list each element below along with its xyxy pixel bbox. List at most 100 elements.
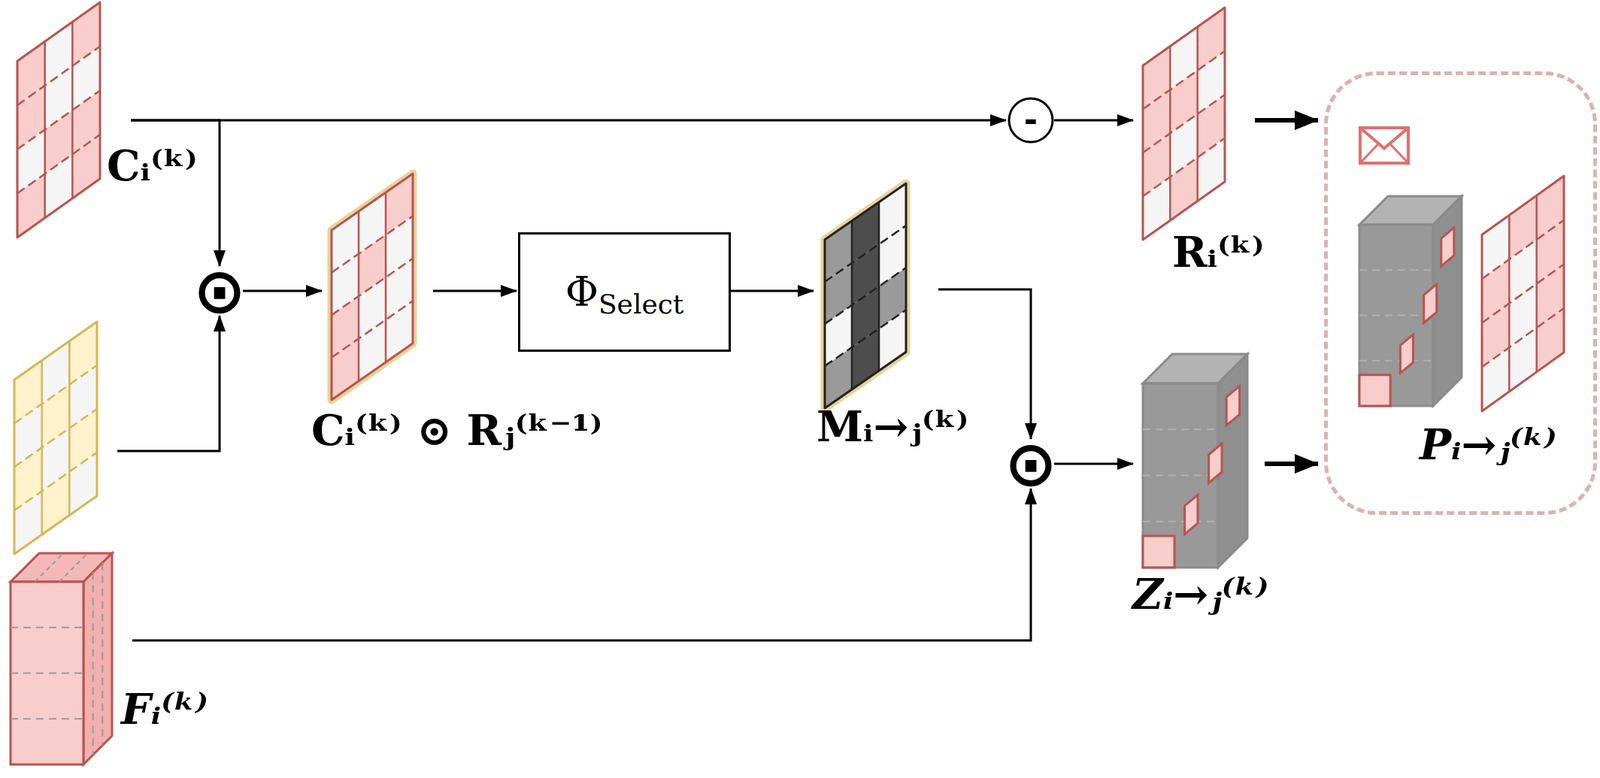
- shape-outline: [1140, 5, 1228, 243]
- tensor-front: [10, 581, 84, 765]
- process-box: ΦSelect: [518, 232, 731, 352]
- matrix-grid-line: [1481, 220, 1564, 279]
- operator-text: ⊙: [196, 267, 243, 315]
- node-text: Rᵢ⁽ᵏ⁾: [1172, 227, 1265, 277]
- matrix-grid-line: [824, 225, 907, 282]
- matrix-outline: [17, 2, 100, 238]
- selected-cell: [1424, 284, 1437, 323]
- math-label: Rᵢ⁽ᵏ⁾: [1172, 230, 1265, 273]
- node-text: Cᵢ⁽ᵏ⁾ ⊙ Rⱼ⁽ᵏ⁻¹⁾: [311, 405, 603, 455]
- matrix-grid-line: [331, 300, 413, 358]
- math-label: Zᵢ→ⱼ⁽ᵏ⁾: [1132, 572, 1269, 616]
- negation-operator: -: [1007, 96, 1055, 144]
- node-text: Zᵢ→ⱼ⁽ᵏ⁾: [1132, 569, 1269, 619]
- shape-outline: [819, 178, 912, 414]
- matrix-grid-line: [1142, 138, 1225, 197]
- matrix-grid-line: [824, 309, 907, 367]
- tensor-grid-line: [10, 672, 84, 675]
- tensor-grid-line: [92, 572, 94, 755]
- selected-cell: [1400, 334, 1413, 373]
- matrix-outline: [1481, 175, 1564, 412]
- matrix-grid-line: [331, 258, 413, 316]
- matrix-outline: [331, 173, 413, 400]
- mask-matrix: Mᵢ→ⱼ⁽ᵏ⁾: [819, 178, 912, 414]
- message-icon: [1360, 127, 1409, 164]
- message-icon-fold: [1360, 143, 1379, 164]
- product-operator: ⊙: [196, 267, 243, 315]
- tensor-grid-line: [1359, 315, 1434, 317]
- shape-outline: [15, 0, 103, 240]
- math-label: Pᵢ→ⱼ⁽ᵏ⁾: [1419, 423, 1558, 466]
- matrix-grid-line: [1142, 51, 1225, 110]
- selected-cell: [1226, 386, 1240, 426]
- matrix-grid-line: [17, 90, 100, 149]
- matrix-grid-line: [878, 202, 881, 371]
- node-text: ⊙: [193, 259, 246, 323]
- matrix-grid-line: [824, 267, 907, 325]
- connector-arrow: [1054, 463, 1134, 466]
- matrix-grid-line: [1481, 263, 1564, 323]
- math-label: Cᵢ⁽ᵏ⁾: [106, 144, 198, 187]
- math-label: Fᵢ⁽ᵏ⁾: [121, 687, 209, 731]
- connector-arrow: [242, 290, 322, 293]
- node-text: ⊙: [1004, 432, 1058, 496]
- operator-text: ⊙: [1007, 440, 1055, 488]
- tensor-side: [83, 553, 113, 765]
- connector-arrow: [1054, 119, 1134, 122]
- message-icon-fold: [1390, 143, 1409, 164]
- masked-matrix: Cᵢ⁽ᵏ⁾ ⊙ Rⱼ⁽ᵏ⁻¹⁾: [326, 168, 419, 406]
- matrix-grid-line: [1196, 27, 1199, 202]
- tensor-grid-line: [101, 563, 104, 746]
- thick-arrow: [1254, 118, 1319, 123]
- connector-arrow: [117, 315, 220, 452]
- matrix-outline: [1142, 7, 1225, 240]
- connector-arrow: [132, 488, 1031, 641]
- residual-matrix: Rᵢ⁽ᵏ⁾: [1140, 5, 1228, 243]
- tensor-grid-line: [10, 627, 84, 629]
- operator-text: -: [1007, 96, 1055, 144]
- matrix-grid-line: [1142, 94, 1225, 153]
- selected-cell: [1209, 443, 1222, 483]
- message-icon-flap: [1360, 127, 1409, 149]
- tensor-grid-line: [1142, 475, 1219, 477]
- node-text: Pᵢ→ⱼ⁽ᵏ⁾: [1419, 419, 1558, 470]
- matrix-highlight: [824, 183, 907, 409]
- tensor-front: [1359, 224, 1434, 407]
- packet-region: Pᵢ→ⱼ⁽ᵏ⁾: [1324, 71, 1597, 516]
- tensor-grid-line: [59, 553, 88, 582]
- shape-outline: [1140, 351, 1250, 570]
- connector-arrow: [433, 290, 517, 293]
- thick-arrow: [1264, 461, 1319, 467]
- shape-outline: [12, 319, 100, 557]
- tensor-grid-line: [1142, 428, 1219, 431]
- matrix-grid-line: [384, 192, 388, 363]
- matrix-grid-line: [14, 409, 97, 467]
- math-label: Mᵢ→ⱼ⁽ᵏ⁾: [816, 405, 970, 448]
- matrix-outline: [824, 183, 907, 409]
- subscript-text: Select: [598, 290, 684, 319]
- matrix-grid-line: [14, 452, 97, 511]
- connector-arrow: [130, 119, 1007, 122]
- selected-cell: [1142, 536, 1175, 568]
- node-text: Φ: [565, 272, 599, 313]
- product-operator: ⊙: [1007, 440, 1055, 488]
- shape-outline: [8, 551, 115, 767]
- matrix-grid-line: [14, 365, 97, 424]
- matrix-highlight: [331, 173, 413, 400]
- matrix-grid-line: [1481, 308, 1564, 367]
- box-text: ΦSelect: [520, 234, 729, 350]
- tensor-front: [1142, 383, 1219, 568]
- tensor-grid-line: [1359, 360, 1434, 362]
- shape-outline: [326, 168, 419, 406]
- math-label: Cᵢ⁽ᵏ⁾ ⊙ Rⱼ⁽ᵏ⁻¹⁾: [311, 409, 603, 452]
- selected-cell: [1359, 375, 1391, 407]
- node-text: Fᵢ⁽ᵏ⁾: [121, 684, 209, 734]
- tensor-grid-line: [10, 718, 84, 720]
- connector-arrow: [730, 290, 814, 293]
- node-text: Mᵢ→ⱼ⁽ᵏ⁾: [816, 401, 970, 452]
- matrix-grid-line: [331, 215, 413, 273]
- selected-tensor: Zᵢ→ⱼ⁽ᵏ⁾: [1140, 351, 1250, 570]
- tensor-grid-line: [1359, 269, 1434, 271]
- node-text: Cᵢ⁽ᵏ⁾: [106, 140, 198, 191]
- matrix-grid-line: [17, 134, 100, 194]
